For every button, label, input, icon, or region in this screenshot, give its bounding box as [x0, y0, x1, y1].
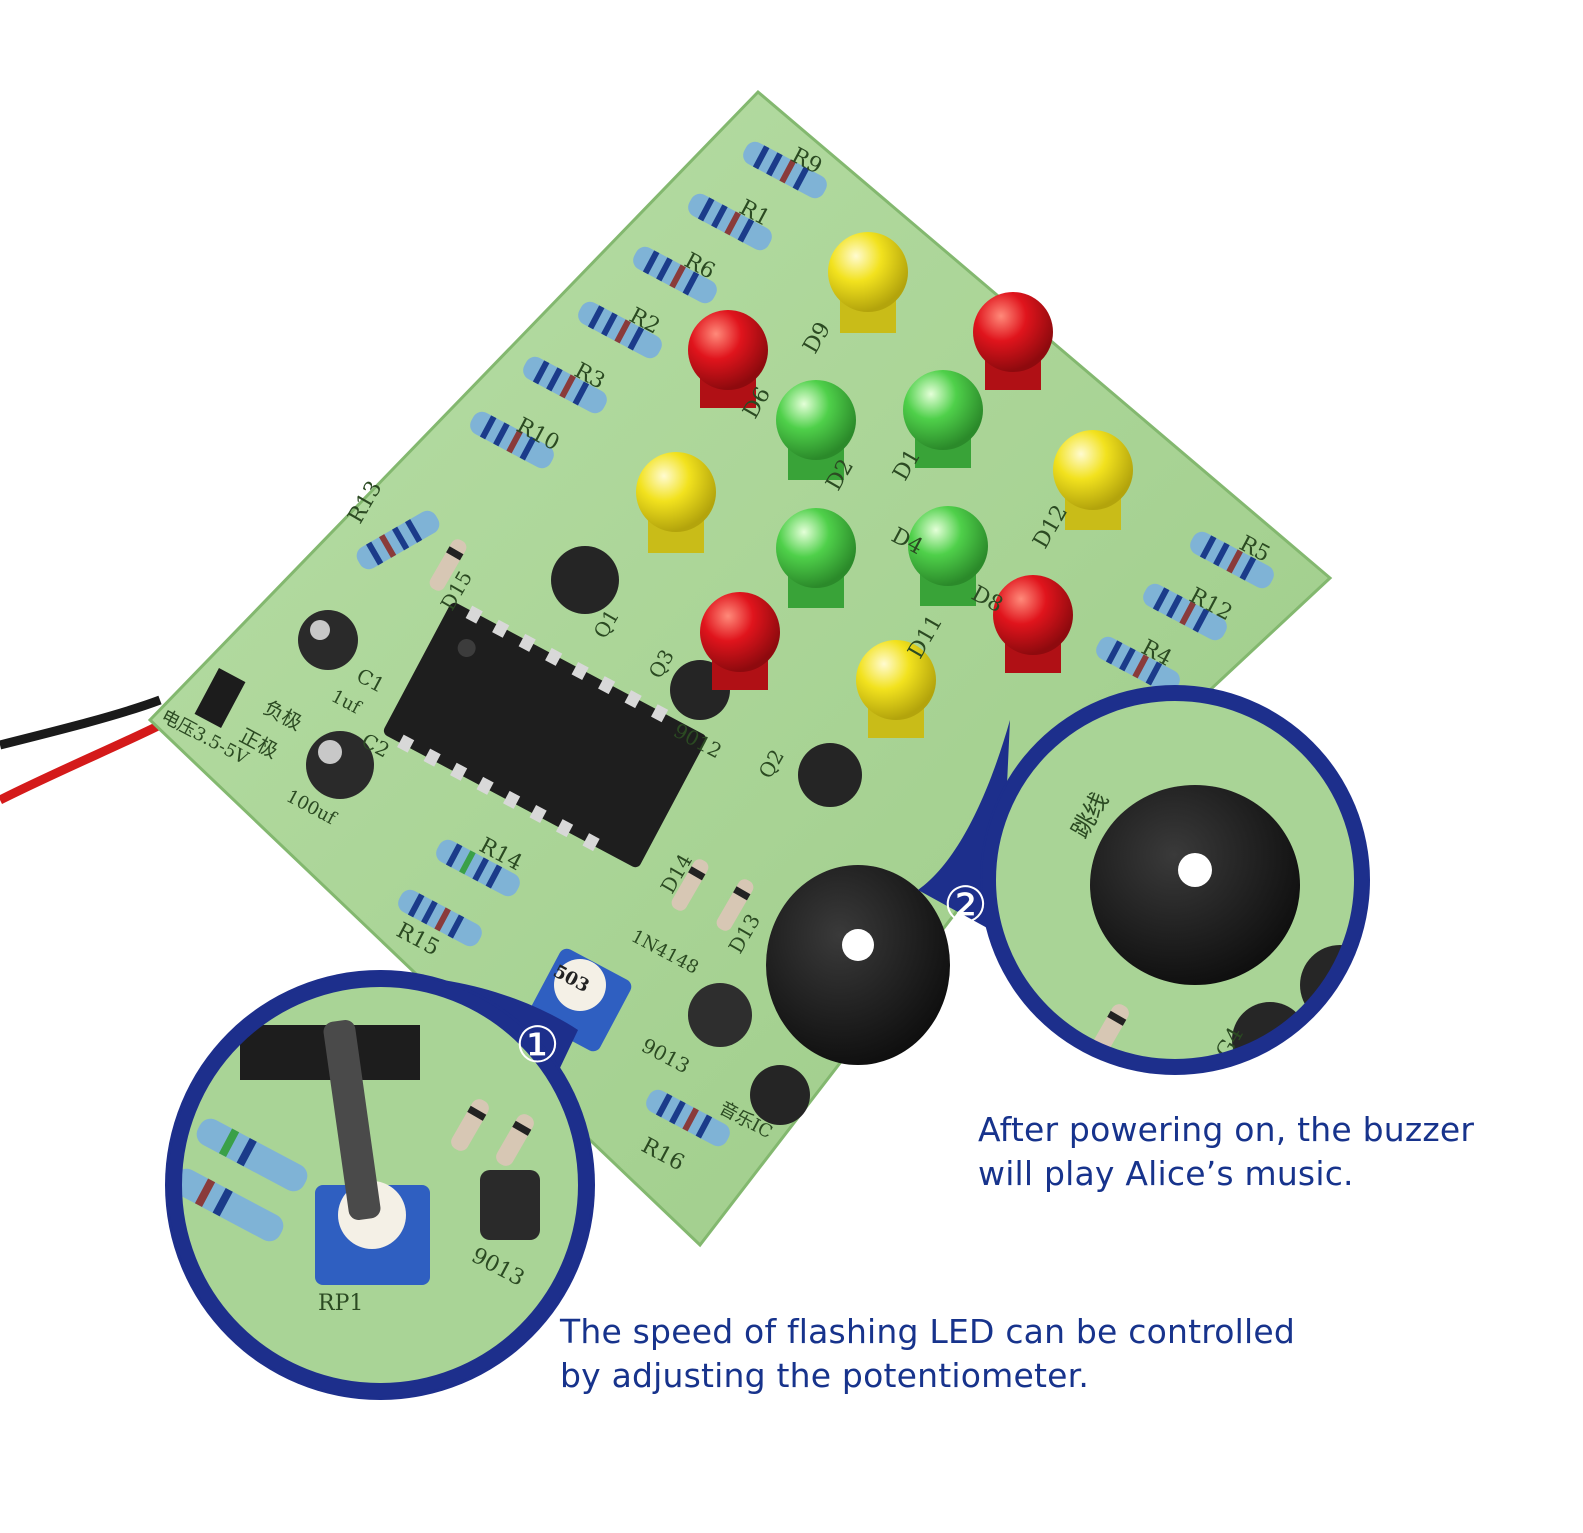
led-d7: [776, 508, 856, 608]
resistor-row: [356, 141, 1274, 1147]
leds: D9 D6 D2 D1 D12 D4 D8 D11: [636, 232, 1133, 738]
label-rp1: RP1: [318, 1291, 363, 1316]
potentiometer-caption-line-2: by adjusting the potentiometer.: [560, 1356, 1090, 1395]
led-d8: [993, 575, 1073, 673]
ic-chip: [383, 602, 707, 868]
buzzer: [766, 865, 950, 1065]
led-d6: [688, 310, 768, 408]
led-red-mid: [700, 592, 780, 690]
buzzer-caption-line-1: After powering on, the buzzer: [978, 1110, 1475, 1149]
led-r8: [973, 292, 1053, 390]
led-d11: [856, 640, 936, 738]
buzzer-caption: After powering on, the buzzer will play …: [978, 1108, 1474, 1196]
callout-one-badge: ①: [515, 1016, 560, 1074]
led-d1: [903, 370, 983, 468]
potentiometer-caption: The speed of flashing LED can be control…: [560, 1310, 1295, 1398]
led-y-left: [636, 452, 716, 553]
led-d12: [1053, 430, 1133, 530]
buzzer-caption-line-2: will play Alice’s music.: [978, 1154, 1354, 1193]
led-d9: [828, 232, 908, 333]
potentiometer-caption-line-1: The speed of flashing LED can be control…: [560, 1312, 1296, 1351]
led-d4: [908, 506, 988, 606]
power-wires: [0, 695, 163, 805]
callout-two-badge: ②: [943, 876, 988, 934]
led-d2: [776, 380, 856, 480]
transistors: Q1 Q3 Q2 9012 9013 音乐IC: [551, 546, 862, 1143]
callout-one: RP1 9013 ①: [165, 970, 595, 1400]
